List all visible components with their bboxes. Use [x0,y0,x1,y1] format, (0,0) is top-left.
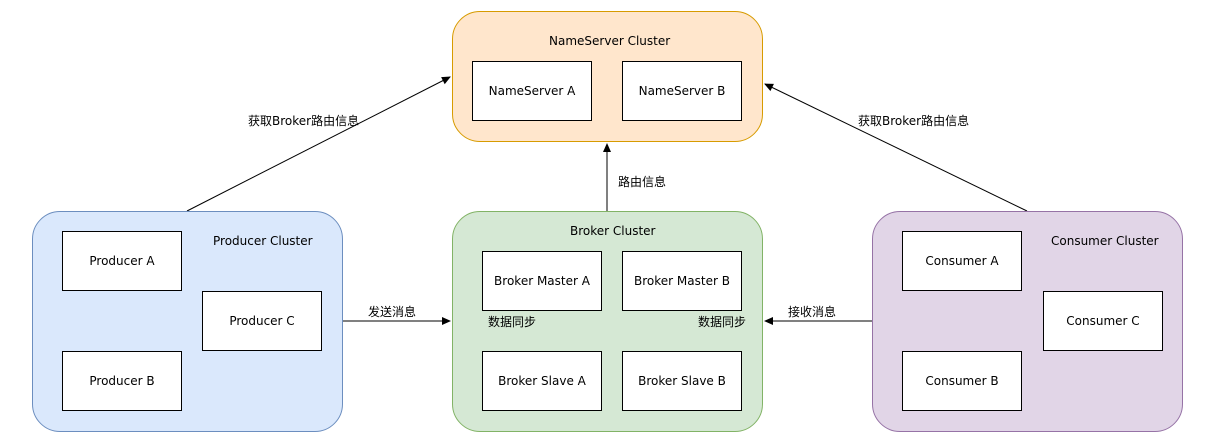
edge-producer-to-nameserver [186,76,451,212]
edge-consumer-to-nameserver [764,83,1028,212]
consumer-c-node: Consumer C [1043,291,1163,351]
nameserver-b-node: NameServer B [622,61,742,121]
consumer-b-node: Consumer B [902,351,1022,411]
broker-master-b-node: Broker Master B [622,251,742,311]
consumer-cluster-title: Consumer Cluster [1051,234,1159,248]
edge-label-receive: 接收消息 [788,305,837,319]
sync-label-a: 数据同步 [488,315,537,329]
producer-a-node: Producer A [62,231,182,291]
producer-c-node: Producer C [202,291,322,351]
edge-label-producer-route: 获取Broker路由信息 [248,114,360,128]
producer-b-node: Producer B [62,351,182,411]
broker-slave-a-node: Broker Slave A [482,351,602,411]
broker-cluster-title: Broker Cluster [570,224,656,238]
nameserver-a-node: NameServer A [472,61,592,121]
producer-cluster-title: Producer Cluster [213,234,313,248]
nameserver-cluster-title: NameServer Cluster [549,34,671,48]
consumer-a-node: Consumer A [902,231,1022,291]
broker-master-a-node: Broker Master A [482,251,602,311]
edge-label-consumer-route: 获取Broker路由信息 [858,114,970,128]
edge-label-broker-route: 路由信息 [618,175,667,189]
edge-label-send: 发送消息 [368,305,417,319]
broker-slave-b-node: Broker Slave B [622,351,742,411]
sync-label-b: 数据同步 [698,315,747,329]
